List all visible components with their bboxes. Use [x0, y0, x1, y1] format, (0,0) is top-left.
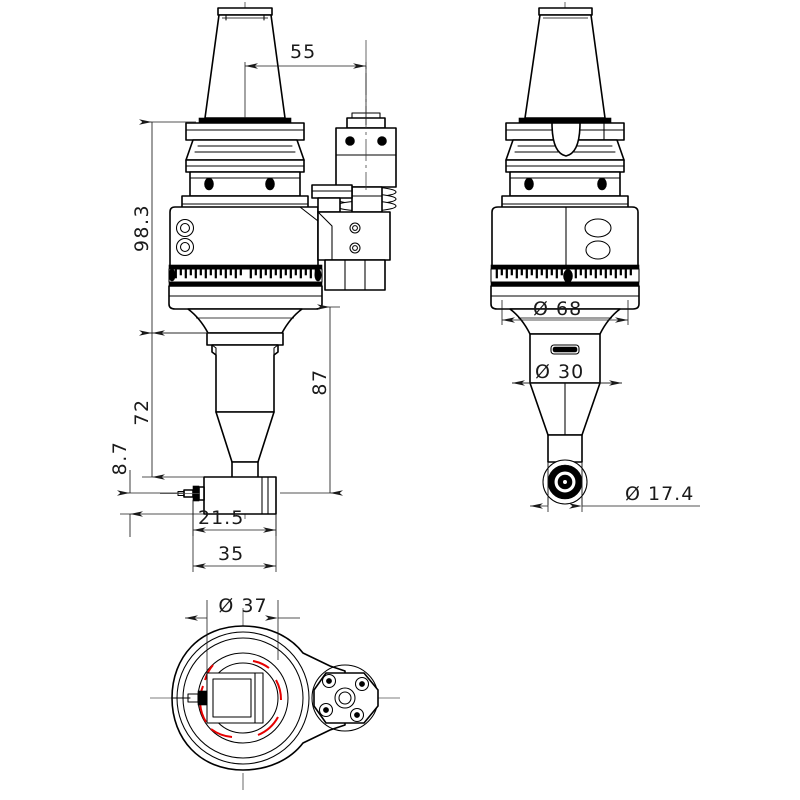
bracket-hole-upper-inner — [352, 225, 358, 231]
dimension-dia-68-label: Ø 68 — [533, 298, 582, 320]
plan-adjust-screw — [171, 690, 208, 706]
lower-plate-side — [490, 285, 640, 310]
dimension-dia-37-label: Ø 37 — [218, 595, 267, 617]
front-elevation-view: 55 98.3 87 72 8.7 — [109, 2, 397, 572]
main-body-block-side — [491, 206, 639, 267]
attach-bolt-left — [345, 136, 355, 146]
dimension-dia-17-4-label: Ø 17.4 — [625, 483, 694, 505]
dimension-dia-37: Ø 37 — [185, 595, 300, 673]
dimension-dia-30: Ø 30 — [512, 361, 622, 386]
oval-window-lower — [585, 240, 611, 260]
port-upper-outer — [175, 218, 195, 238]
dimension-21-5-label: 21.5 — [198, 507, 244, 529]
dimension-72-label: 72 — [131, 398, 153, 425]
plan-bolt-flange — [311, 664, 379, 732]
dimension-dia-17-4: Ø 17.4 — [530, 462, 700, 512]
probe-chuck-block-front — [160, 476, 277, 515]
scale-ticks-front — [174, 268, 317, 279]
dimension-55-label: 55 — [290, 41, 316, 63]
port-upper-inner — [179, 222, 191, 234]
set-screw-left-side — [524, 177, 534, 191]
dimension-98-3-label: 98.3 — [131, 204, 153, 252]
graduation-scale-band-side — [490, 264, 640, 287]
dimension-87-label: 87 — [309, 368, 331, 395]
dimension-35-label: 35 — [218, 543, 244, 565]
port-lower-outer — [175, 237, 195, 257]
port-lower-inner — [179, 241, 191, 253]
bottom-plan-view: Ø 37 — [150, 595, 400, 790]
dimension-72: 72 — [131, 330, 210, 480]
spindle-neck-side — [509, 308, 621, 463]
probe-tip-side — [542, 459, 588, 505]
spindle-neck-front — [187, 308, 303, 346]
main-body-block-front — [169, 206, 319, 267]
graduation-scale-band-front — [168, 264, 323, 287]
spindle-barrel-front — [211, 344, 279, 493]
bracket-arm-front — [311, 40, 391, 291]
plan-center-bore — [334, 687, 356, 709]
dimension-87: 87 — [280, 304, 343, 496]
dimension-8-7-label: 8.7 — [109, 441, 131, 476]
bracket-hole-upper-outer — [349, 222, 361, 234]
dimension-8-7: 8.7 — [109, 441, 204, 537]
set-screw-right-side — [597, 177, 607, 191]
scale-ticks-side — [495, 268, 632, 279]
plan-slide-block — [206, 672, 264, 724]
oval-window-upper — [584, 218, 612, 238]
set-screw-right — [265, 177, 275, 191]
v-flange-stack-front — [181, 122, 309, 213]
side-elevation-view: Ø 68 Ø 30 Ø 17.4 — [490, 2, 700, 512]
plan-bolt-holes — [318, 673, 370, 723]
dimension-dia-30-label: Ø 30 — [535, 361, 584, 383]
bracket-hole-lower-inner — [352, 245, 358, 251]
dimension-dia-68: Ø 68 — [501, 298, 629, 325]
attach-bolt-right — [377, 136, 387, 146]
dimension-35: 35 — [192, 500, 277, 572]
bracket-hole-lower-outer — [349, 242, 361, 254]
lower-plate-front — [168, 285, 323, 310]
dimension-55: 55 — [244, 41, 367, 125]
v-flange-stack-side — [501, 122, 629, 213]
set-screw-left — [204, 177, 214, 191]
taper-shank-side — [524, 7, 606, 119]
